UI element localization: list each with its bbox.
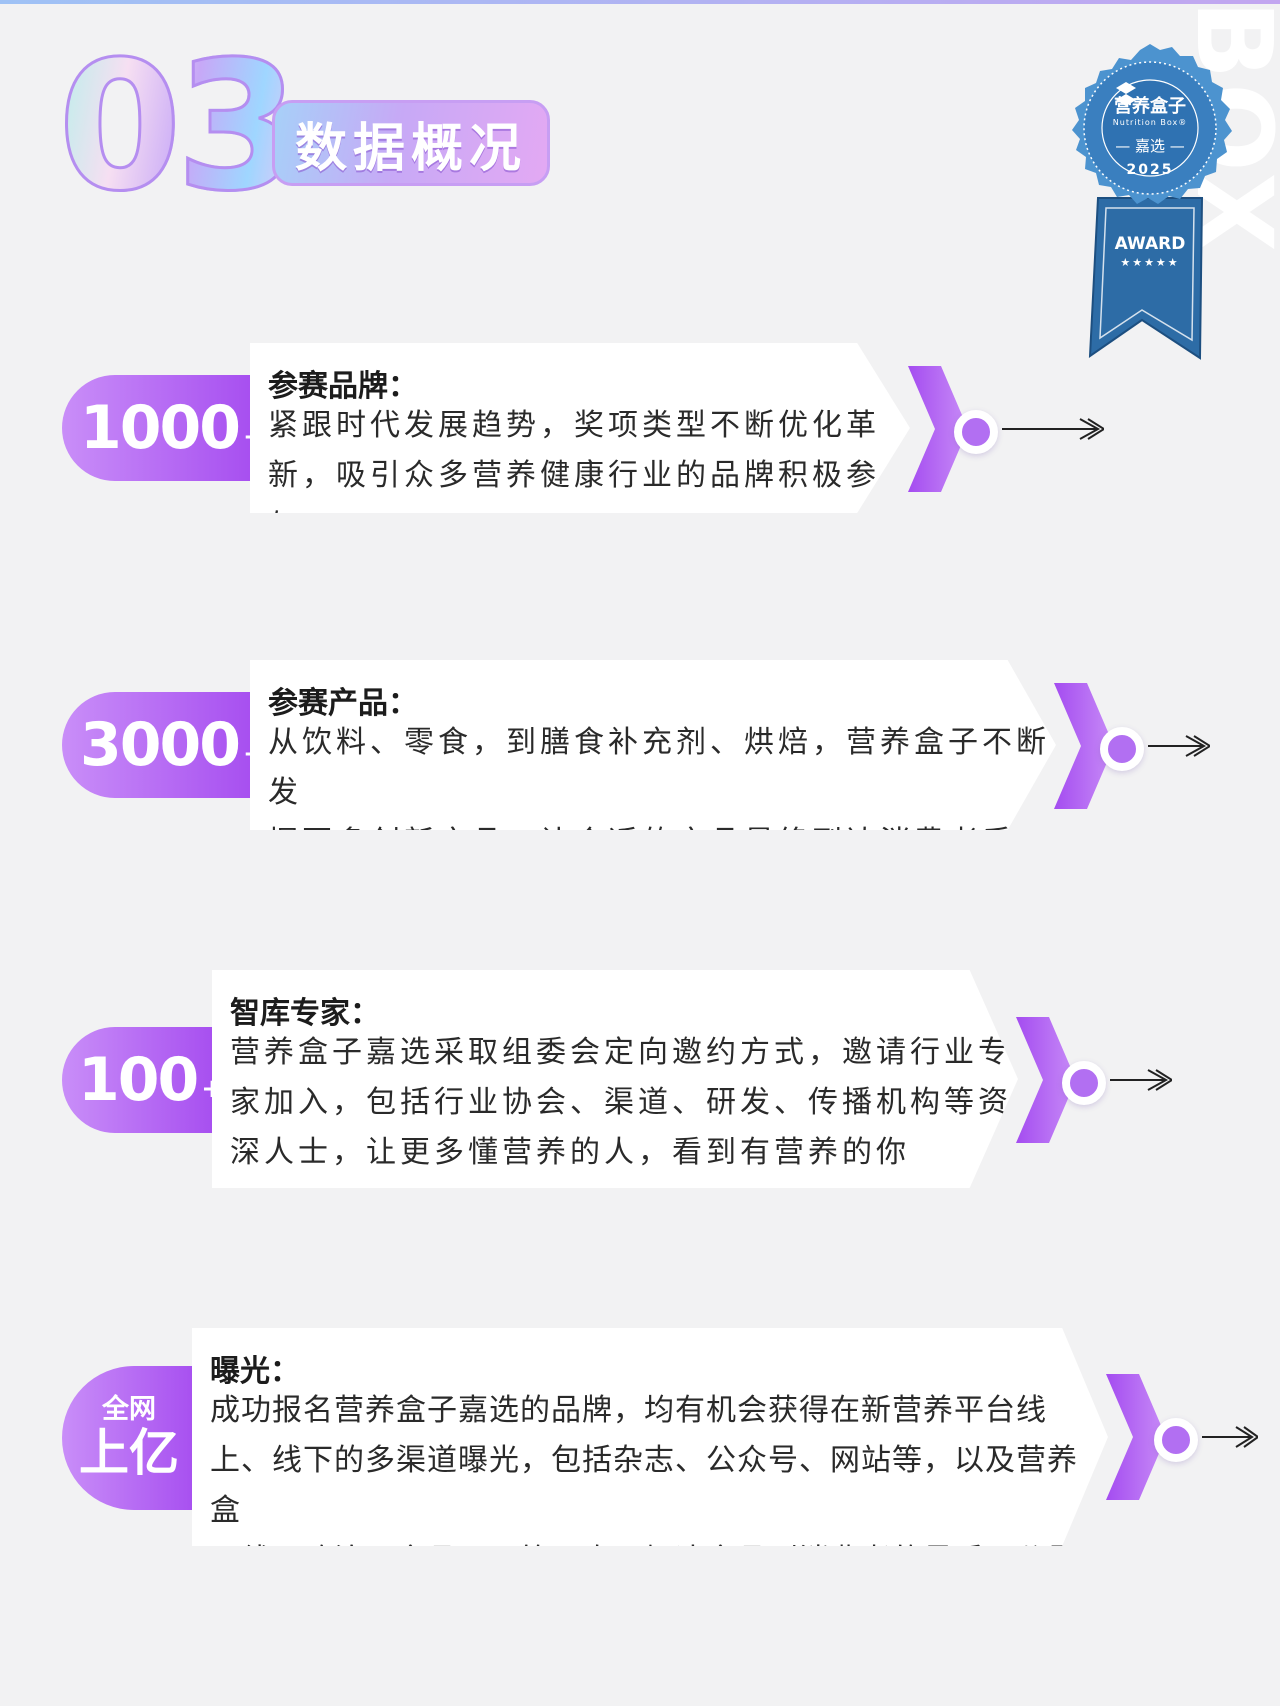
stat-card-brands: 参赛品牌： 紧跟时代发展趋势，奖项类型不断优化革 新，吸引众多营养健康行业的品牌… — [250, 343, 910, 513]
badge-seal-icon — [1072, 44, 1232, 360]
stat-value-bottom: 上亿 — [79, 1424, 179, 1482]
section-title: 数据概况 — [294, 118, 527, 179]
stat-pill-brands: 1000 + — [62, 375, 265, 481]
badge-brand-en: Nutrition Box® — [1112, 118, 1188, 127]
card-line: 紧跟时代发展趋势，奖项类型不断优化革 — [268, 408, 880, 443]
stat-value: 1000 — [80, 393, 241, 463]
stat-value: 3000 — [80, 710, 241, 780]
card-heading: 智库专家： — [230, 996, 380, 1031]
card-heading: 曝光： — [210, 1354, 300, 1389]
badge-year: 2025 — [1126, 162, 1174, 178]
card-line: 上、线下的多渠道曝光，包括杂志、公众号、网站等，以及营养盒 — [210, 1443, 1078, 1528]
stat-pill-experts: 100 + — [62, 1027, 223, 1133]
card-heading: 参赛产品： — [268, 686, 418, 721]
section-number: 03 — [57, 23, 302, 230]
arrow-right-icon — [1202, 1426, 1258, 1448]
arrow-right-icon — [1110, 1069, 1172, 1091]
stat-card-exposure: 曝光： 成功报名营养盒子嘉选的品牌，均有机会获得在新营养平台线 上、线下的多渠道… — [192, 1328, 1108, 1546]
badge-inner-text: 营养盒子 Nutrition Box® — 嘉选 — 2025 — [1088, 92, 1212, 178]
badge-award: AWARD — [1114, 234, 1186, 254]
stat-pill-exposure: 全网 上亿 — [62, 1366, 196, 1510]
card-line: 掘更多创新产品，让合适的产品最终到达消费者手中 — [268, 825, 1050, 860]
badge-stars: ★★★★★ — [1120, 256, 1180, 269]
card-body: 营养盒子嘉选采取组委会定向邀约方式，邀请行业专 家加入，包括行业协会、渠道、研发… — [230, 1028, 1012, 1178]
card-body: 从饮料、零食，到膳食补充剂、烘焙，营养盒子不断发 掘更多创新产品，让合适的产品最… — [268, 718, 1056, 860]
dot-icon — [1154, 1418, 1198, 1462]
section-title-pill: 数据概况 — [272, 100, 550, 186]
stat-card-products: 参赛产品： 从饮料、零食，到膳食补充剂、烘焙，营养盒子不断发 掘更多创新产品，让… — [250, 660, 1056, 830]
stat-pill-products: 3000 + — [62, 692, 265, 798]
card-line: 家加入，包括行业协会、渠道、研发、传播机构等资 — [230, 1085, 1012, 1120]
award-badge: 营养盒子 Nutrition Box® — 嘉选 — 2025 AWARD ★★… — [1050, 38, 1250, 368]
card-line: 从饮料、零食，到膳食补充剂、烘焙，营养盒子不断发 — [268, 725, 1050, 810]
stat-value: 100 — [78, 1045, 199, 1115]
card-body: 成功报名营养盒子嘉选的品牌，均有机会获得在新营养平台线 上、线下的多渠道曝光，包… — [210, 1386, 1108, 1578]
badge-brand: 营养盒子 — [1114, 96, 1186, 117]
dot-icon — [1100, 727, 1144, 771]
badge-label: — 嘉选 — — [1115, 137, 1185, 155]
arrow-right-icon — [1002, 418, 1104, 440]
stat-value-top: 全网 — [102, 1394, 156, 1425]
dot-icon — [954, 410, 998, 454]
card-line: 子线下路演、产品展示等，真正解决产品到消费者的最后一公里 — [210, 1543, 1078, 1578]
arrow-right-icon — [1148, 735, 1210, 757]
stat-card-experts: 智库专家： 营养盒子嘉选采取组委会定向邀约方式，邀请行业专 家加入，包括行业协会… — [212, 970, 1018, 1188]
card-line: 成功报名营养盒子嘉选的品牌，均有机会获得在新营养平台线 — [210, 1393, 1047, 1428]
card-body: 紧跟时代发展趋势，奖项类型不断优化革 新，吸引众多营养健康行业的品牌积极参与 — [268, 401, 910, 543]
card-line: 营养盒子嘉选采取组委会定向邀约方式，邀请行业专 — [230, 1035, 1012, 1070]
card-heading: 参赛品牌： — [268, 369, 418, 404]
card-line: 深人士，让更多懂营养的人，看到有营养的你 — [230, 1135, 910, 1170]
card-line: 新，吸引众多营养健康行业的品牌积极参与 — [268, 458, 880, 543]
top-accent-bar — [0, 0, 1280, 4]
dot-icon — [1062, 1061, 1106, 1105]
